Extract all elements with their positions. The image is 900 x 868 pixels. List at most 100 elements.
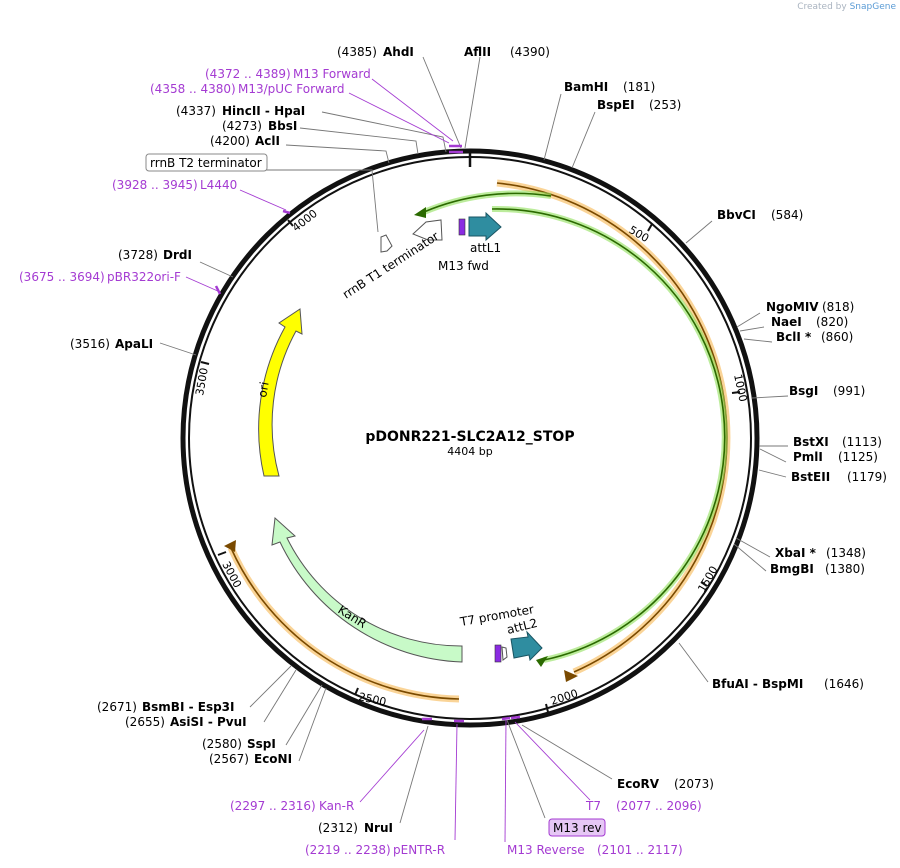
site-bstxi-name: BstXI [793,435,829,449]
site-ngomiv-name: NgoMIV [766,300,819,314]
primer-m13-forward-pos: (4372 .. 4389) [205,67,291,81]
site-bamhi-pos: (181) [623,80,655,94]
site-bspei[interactable]: BspEI (253) [597,98,681,112]
primer-kan-r-name: Kan-R [319,799,354,813]
green-arc-main-arrowhead [536,656,548,667]
site-nrui-name: NruI [364,821,393,835]
primer-m13-reverse-name: M13 Reverse [507,843,585,857]
primer-t7[interactable]: T7 (2077 .. 2096) [585,799,702,813]
site-asisi-pvui-name: AsiSI - PvuI [170,715,247,729]
site-ahdi[interactable]: (4385) AhdI [337,45,414,59]
snapgene-credit: Created by SnapGene [797,2,896,12]
primer-pentr-r[interactable]: (2219 .. 2238) pENTR-R [305,843,445,857]
backbone-outer [180,148,760,728]
site-ecorv-pos: (2073) [674,777,714,791]
primer-pentr-r-pos: (2219 .. 2238) [305,843,391,857]
site-bbsi-name: BbsI [268,119,297,133]
primer-pentr-r-name: pENTR-R [393,843,445,857]
kanr-arrow [271,516,463,663]
primer-l4440[interactable]: (3928 .. 3945) L4440 [112,178,237,192]
site-hincii-hpai[interactable]: (4337) HincII - HpaI [176,104,305,118]
site-apali[interactable]: (3516) ApaLI [70,337,153,351]
rrnb-t2-terminator-box[interactable]: rrnB T2 terminator [145,153,268,172]
site-bfuai-bspmi-name: BfuAI - BspMI [712,677,803,691]
site-bsgi[interactable]: BsgI (991) [789,384,865,398]
site-bsteii[interactable]: BstEII (1179) [791,470,887,484]
primer-m13-puc-forward-name: M13/pUC Forward [238,82,345,96]
site-bbsi[interactable]: (4273) BbsI [222,119,297,133]
tick-label-3500: 3500 [193,367,211,397]
site-bfuai-bspmi[interactable]: BfuAI - BspMI (1646) [712,677,864,691]
site-econi-pos: (2567) [209,752,249,766]
orange-arc-left-halo [227,546,460,703]
site-sspi-name: SspI [247,737,276,751]
site-drdi-pos: (3728) [118,248,158,262]
attl1-label: attL1 [470,241,501,255]
t7-marker [494,644,502,663]
primer-m13-forward-name: M13 Forward [293,67,371,81]
site-acli[interactable]: (4200) AclI [210,134,280,148]
enzyme-leader-lines [159,56,789,824]
attl1-arrow [468,211,502,242]
site-bcli[interactable]: BclI * (860) [776,330,853,344]
credit-prefix: Created by [797,2,847,12]
plasmid-length: 4404 bp [447,445,492,458]
site-acli-name: AclI [255,134,280,148]
site-ecorv[interactable]: EcoRV (2073) [617,777,714,791]
site-bsmbi-esp3i[interactable]: (2671) BsmBI - Esp3I [97,700,234,714]
primer-m13-puc-forward-pos: (4358 .. 4380) [150,82,236,96]
rrnb-t1-label: rrnB T1 terminator [340,229,441,302]
site-asisi-pvui-pos: (2655) [125,715,165,729]
site-sspi[interactable]: (2580) SspI [202,737,276,751]
site-naei[interactable]: NaeI (820) [771,315,848,329]
site-hincii-hpai-pos: (4337) [176,104,216,118]
site-bbvci[interactable]: BbvCI (584) [717,208,803,222]
site-acli-pos: (4200) [210,134,250,148]
orange-arc-right-arrowhead [564,670,578,682]
site-pmli-pos: (1125) [838,450,878,464]
primer-m13-reverse-pos: (2101 .. 2117) [597,843,683,857]
site-xbai-name: XbaI * [775,546,817,560]
site-bbsi-pos: (4273) [222,119,262,133]
site-aflii-name: AflII [464,45,491,59]
site-drdi[interactable]: (3728) DrdI [118,248,192,262]
primer-pbr322ori-f-pos: (3675 .. 3694) [19,270,105,284]
primer-t7-pos: (2077 .. 2096) [616,799,702,813]
site-econi[interactable]: (2567) EcoNI [209,752,292,766]
attl2-arrow [510,630,543,662]
site-bsmbi-esp3i-name: BsmBI - Esp3I [142,700,234,714]
site-bstxi[interactable]: BstXI (1113) [793,435,882,449]
primer-kan-r-pos: (2297 .. 2316) [230,799,316,813]
ori-arrow [258,308,303,477]
site-xbai[interactable]: XbaI * (1348) [775,546,866,560]
site-aflii[interactable]: AflII (4390) [464,45,550,59]
site-pmli[interactable]: PmlI (1125) [793,450,878,464]
primer-t7-name: T7 [585,799,601,813]
site-bsmbi-esp3i-pos: (2671) [97,700,137,714]
ori-label: ori [255,381,271,399]
site-bmgbi[interactable]: BmgBI (1380) [770,562,865,576]
site-naei-pos: (820) [816,315,848,329]
site-bamhi[interactable]: BamHI (181) [564,80,655,94]
primer-m13-forward[interactable]: (4372 .. 4389) M13 Forward [205,67,371,81]
m13-fwd-label: M13 fwd [438,259,489,273]
site-asisi-pvui[interactable]: (2655) AsiSI - PvuI [125,715,247,729]
primer-kan-r[interactable]: (2297 .. 2316) Kan-R [230,799,354,813]
primer-m13-reverse[interactable]: M13 Reverse (2101 .. 2117) [507,843,683,857]
site-bbvci-name: BbvCI [717,208,756,222]
site-nrui[interactable]: (2312) NruI [318,821,393,835]
primer-pbr322ori-f-name: pBR322ori-F [107,270,181,284]
site-bbvci-pos: (584) [771,208,803,222]
m13-rev-box-frame [548,818,606,837]
primer-m13-puc-forward[interactable]: (4358 .. 4380) M13/pUC Forward [150,82,345,96]
site-ngomiv-pos: (818) [822,300,854,314]
tick-label-1500: 1500 [695,564,720,595]
t7-promoter-arrow [501,646,508,661]
site-ngomiv[interactable]: NgoMIV (818) [766,300,854,314]
site-ahdi-name: AhdI [383,45,414,59]
site-bmgbi-pos: (1380) [825,562,865,576]
m13-rev-box[interactable]: M13 rev [548,818,606,837]
site-pmli-name: PmlI [793,450,823,464]
primer-pbr322ori-f[interactable]: (3675 .. 3694) pBR322ori-F [19,270,181,284]
